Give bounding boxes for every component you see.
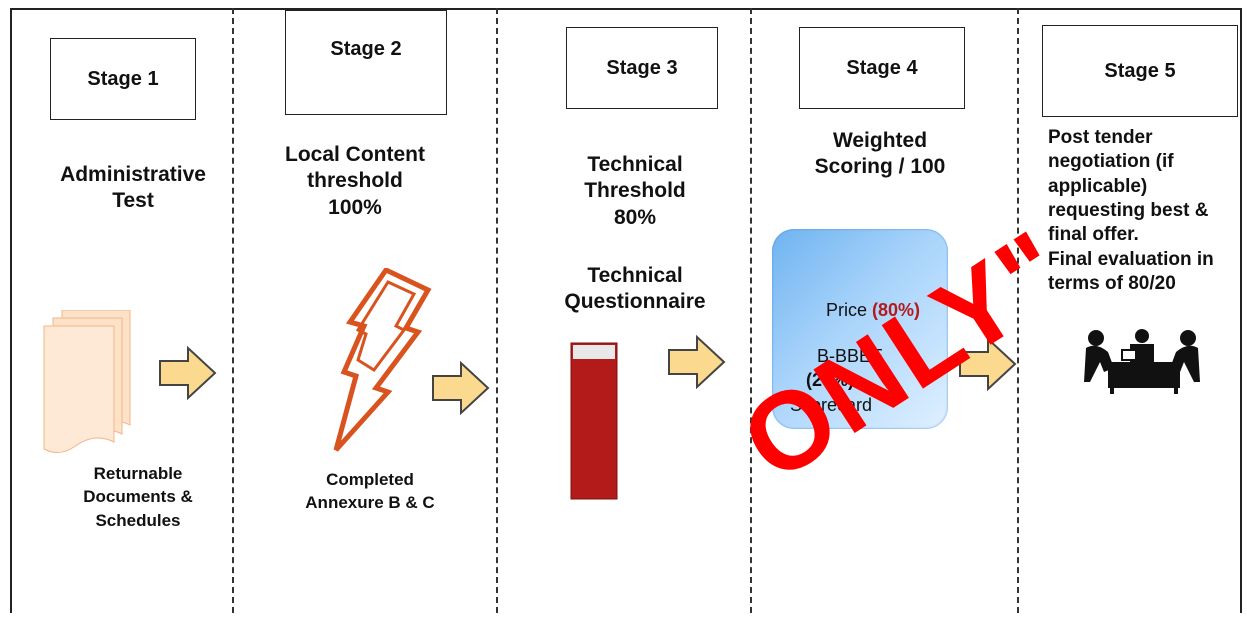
stage-1-box: Stage 1 — [50, 38, 196, 120]
document-stack-icon — [43, 310, 131, 453]
stage-divider — [750, 8, 752, 613]
caption-line: Completed — [326, 470, 414, 489]
label-line: Post tender — [1048, 127, 1153, 148]
stage-divider — [232, 8, 234, 613]
right-arrow-icon — [668, 334, 726, 390]
price-weight: Price (80%) — [826, 300, 920, 321]
label-line: Questionnaire — [564, 290, 706, 314]
stage-3-sublabel: Technical Questionnaire — [530, 263, 740, 316]
stage-5-label: Post tender negotiation (if applicable) … — [1048, 126, 1244, 296]
caption-line: Schedules — [95, 510, 181, 530]
label-line: requesting best & — [1048, 199, 1209, 221]
label-line: final offer. — [1048, 224, 1139, 246]
bbbee-label: B-BBEE — [817, 346, 884, 366]
caption-line: Returnable — [93, 464, 183, 483]
right-arrow-icon — [959, 336, 1017, 392]
price-percent: (80%) — [872, 300, 921, 320]
caption-line: Annexure B & C — [305, 493, 435, 513]
stage-3-title: Stage 3 — [606, 56, 678, 79]
bbbee-percent: (20%) — [806, 370, 855, 390]
label-line: threshold — [307, 169, 403, 193]
stage-1-label-text: Administrative Test — [60, 163, 206, 213]
stage-5-title: Stage 5 — [1104, 59, 1176, 82]
label-line: Technical — [587, 153, 683, 176]
stage-3-box: Stage 3 — [566, 27, 718, 109]
stage-3-label: Technical Threshold 80% — [530, 152, 740, 231]
stage-divider — [1017, 8, 1019, 613]
label-line: Scoring / 100 — [814, 155, 946, 179]
caption-line: Documents & — [83, 487, 193, 507]
lightning-bolt-icon — [333, 268, 432, 452]
label-line: Threshold — [584, 179, 686, 203]
right-arrow-icon — [159, 345, 217, 401]
label-line: negotiation (if — [1048, 151, 1174, 173]
label-line: Final evaluation in — [1048, 248, 1214, 270]
label-line: Technical — [587, 264, 683, 287]
label-line: Weighted — [832, 129, 928, 152]
stage-1-caption: Returnable Documents & Schedules — [68, 462, 208, 532]
label-line: Local Content — [285, 143, 425, 166]
stage-divider — [496, 8, 498, 613]
stage-5-box: Stage 5 — [1042, 25, 1238, 117]
stage-1-title: Stage 1 — [87, 67, 159, 90]
stage-2-label: Local Content threshold 100% — [250, 142, 460, 221]
diagram-frame — [10, 8, 1242, 613]
label-line: terms of 80/20 — [1048, 272, 1176, 294]
stage-4-box: Stage 4 — [799, 27, 965, 109]
price-label: Price — [826, 300, 868, 320]
label-line: 80% — [613, 205, 657, 229]
stage-2-caption: Completed Annexure B & C — [280, 468, 460, 515]
meeting-table-icon — [1084, 329, 1200, 394]
scorecard-panel — [772, 229, 948, 429]
stage-4-title: Stage 4 — [846, 56, 918, 79]
right-arrow-icon — [432, 360, 490, 416]
stage-2-title: Stage 2 — [330, 38, 402, 60]
scorecard-label: Scorecard — [790, 395, 873, 415]
stage-1-label: Administrative Test — [38, 162, 228, 215]
stage-4-label: Weighted Scoring / 100 — [770, 128, 990, 181]
stage-2-box: Stage 2 — [285, 10, 447, 115]
label-line: 100% — [328, 195, 382, 219]
progress-bar-icon — [570, 342, 618, 500]
label-line: applicable) — [1048, 175, 1148, 197]
